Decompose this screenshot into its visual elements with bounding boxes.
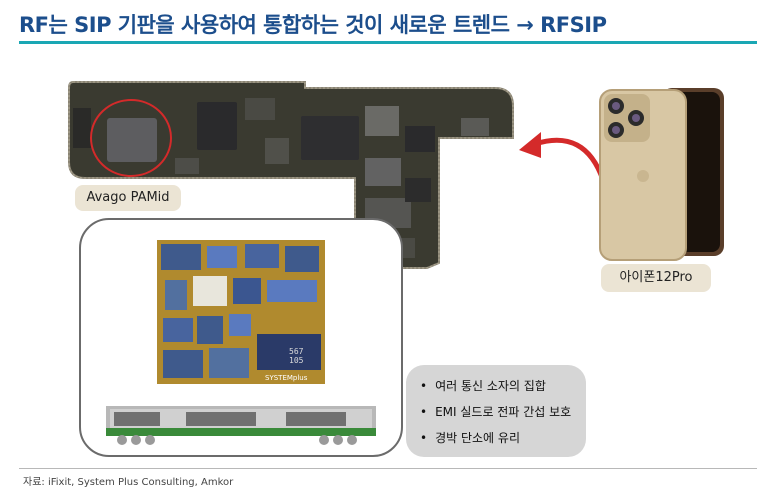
source-note: 자료: iFixit, System Plus Consulting, Amko… xyxy=(23,477,234,488)
apple-logo-icon xyxy=(637,170,649,182)
iphone-image xyxy=(599,88,724,261)
iphone-label: 아이폰12Pro xyxy=(601,264,711,292)
pamid-label: Avago PAMid xyxy=(75,185,181,211)
module-cross-section xyxy=(106,406,376,445)
feature-item: 경박 단소에 유리 xyxy=(420,425,586,451)
pamid-chip xyxy=(107,118,157,162)
feature-list: 여러 통신 소자의 집합 EMI 실드로 전파 간섭 보호 경박 단소에 유리 xyxy=(406,365,586,457)
feature-item: 여러 통신 소자의 집합 xyxy=(420,373,586,399)
die-code: 567 xyxy=(289,347,304,356)
page-title: RF는 SIP 기판을 사용하여 통합하는 것이 새로운 트렌드 → RFSIP xyxy=(19,13,607,37)
svg-text:105: 105 xyxy=(289,356,304,365)
die-watermark: SYSTEMplus xyxy=(265,374,308,382)
logic-board-image xyxy=(68,81,514,269)
pamid-highlight xyxy=(90,99,172,177)
title-underline xyxy=(19,41,757,44)
feature-item: EMI 실드로 전파 간섭 보호 xyxy=(420,399,586,425)
module-die-image: 567 105 SYSTEMplus xyxy=(157,240,325,384)
footer-divider xyxy=(19,468,757,469)
